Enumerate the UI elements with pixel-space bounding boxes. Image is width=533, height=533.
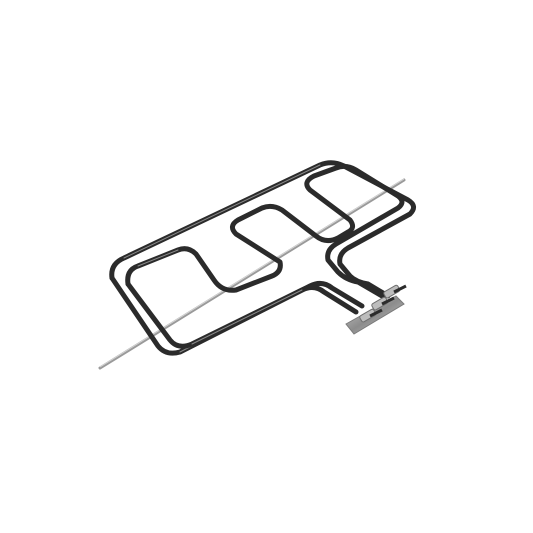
inner-heating-tube xyxy=(125,163,405,349)
terminal-bracket xyxy=(345,284,407,335)
support-rod xyxy=(98,178,406,370)
